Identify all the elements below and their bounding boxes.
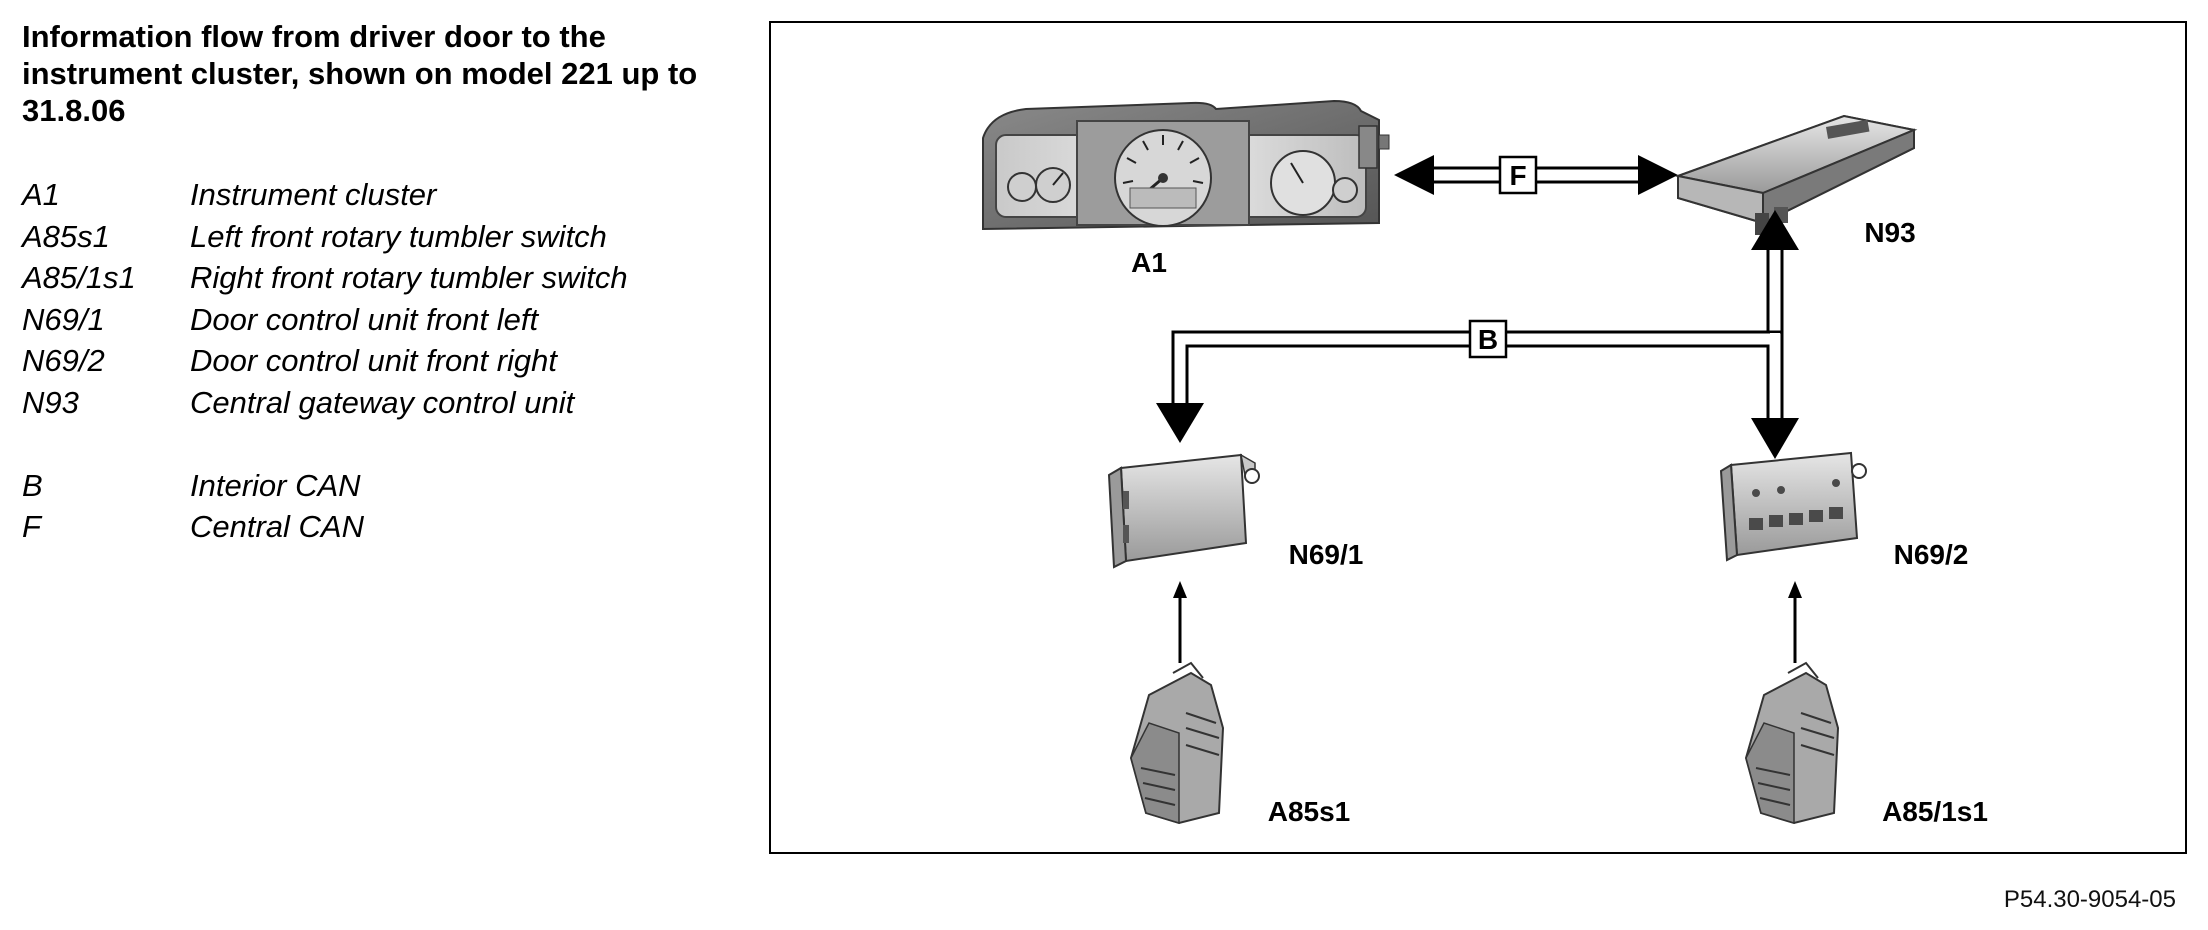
- legend-row: A85/1s1 Right front rotary tumbler switc…: [22, 257, 628, 299]
- legend-code: N69/2: [22, 343, 105, 378]
- component-label-a85-1s1: A85/1s1: [1882, 796, 1988, 827]
- bus-legend-row: B Interior CAN: [22, 465, 628, 507]
- legend-text: Instrument cluster: [190, 177, 437, 212]
- legend-text: Left front rotary tumbler switch: [190, 218, 607, 254]
- legend-code: A85s1: [22, 218, 110, 254]
- central-can-bus-label: F: [1509, 160, 1526, 191]
- legend-row: N69/2 Door control unit front right: [22, 340, 628, 382]
- legend-text: Door control unit front left: [190, 301, 539, 337]
- rotary-tumbler-switch-left-icon: [1129, 661, 1225, 825]
- legend-code: A1: [22, 177, 60, 212]
- legend-text: Interior CAN: [190, 467, 361, 503]
- component-label-n93: N93: [1864, 217, 1915, 248]
- diagram-canvas: A1 N93 F: [982, 99, 1988, 827]
- bus-junction: [1770, 333, 1780, 345]
- rotary-tumbler-switch-right-icon: [1744, 661, 1840, 825]
- legend-text: Right front rotary tumbler switch: [190, 260, 628, 295]
- figure-reference: P54.30-9054-05: [2003, 886, 2176, 913]
- component-label-n69-1: N69/1: [1289, 539, 1364, 570]
- legend-text: Central CAN: [190, 509, 364, 544]
- legend-row: N93 Central gateway control unit: [22, 382, 628, 424]
- legend-row: A85s1 Left front rotary tumbler switch: [22, 216, 628, 258]
- legend-code: B: [22, 467, 43, 503]
- door-control-unit-right-icon: [1719, 451, 1867, 562]
- arrowhead-to-n93: [1751, 210, 1799, 250]
- legend: A1 Instrument cluster A85s1 Left front r…: [22, 174, 628, 548]
- signal-arrow-left: [1173, 581, 1187, 663]
- door-control-unit-left-icon: [1107, 453, 1260, 569]
- interior-can-bus-label: B: [1478, 324, 1498, 355]
- legend-code: N93: [22, 384, 79, 420]
- legend-row: N69/1 Door control unit front left: [22, 299, 628, 341]
- arrowhead-to-n69-2: [1751, 418, 1799, 459]
- central-can-bus-marker: F: [1498, 155, 1538, 195]
- interior-can-bus-marker: B: [1468, 319, 1508, 359]
- legend-code: A85/1s1: [22, 260, 136, 295]
- legend-spacer: [22, 423, 628, 465]
- bus-legend-row: F Central CAN: [22, 506, 628, 548]
- arrowhead-to-n69-1: [1156, 403, 1204, 443]
- legend-text: Central gateway control unit: [190, 384, 575, 420]
- legend-code: F: [22, 509, 41, 544]
- legend-code: N69/1: [22, 301, 105, 337]
- instrument-cluster-icon: [982, 99, 1390, 231]
- gateway-module-icon: [1674, 114, 1918, 235]
- signal-arrow-right: [1788, 581, 1802, 663]
- diagram-title: Information flow from driver door to the…: [22, 19, 698, 128]
- component-label-n69-2: N69/2: [1894, 539, 1969, 570]
- legend-row: A1 Instrument cluster: [22, 174, 628, 216]
- diagram-frame: A1 N93 F: [769, 21, 2187, 854]
- component-label-a1: A1: [1131, 247, 1167, 278]
- legend-text: Door control unit front right: [190, 343, 558, 378]
- component-label-a85s1: A85s1: [1268, 796, 1351, 827]
